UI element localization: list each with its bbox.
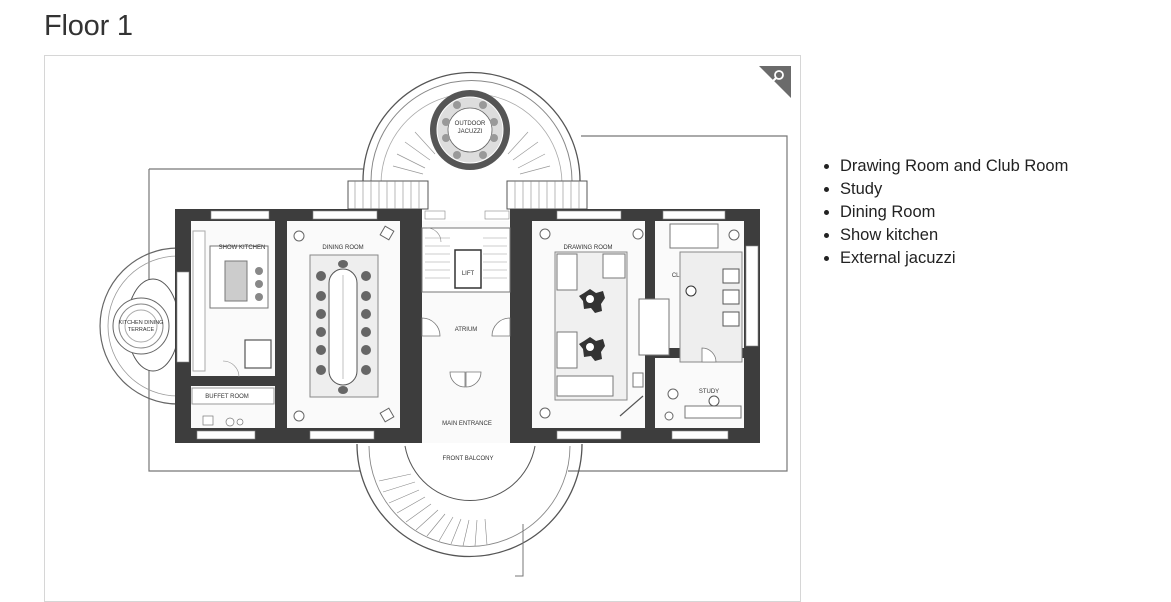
feature-item: Dining Room bbox=[840, 201, 1068, 224]
label-kitchen-dining-terrace-2: TERRACE bbox=[128, 327, 155, 333]
label-buffet-room: BUFFET ROOM bbox=[205, 394, 249, 400]
features-list: Drawing Room and Club Room Study Dining … bbox=[822, 155, 1068, 270]
feature-item: Show kitchen bbox=[840, 224, 1068, 247]
label-drawing-room: DRAWING ROOM bbox=[563, 245, 612, 251]
label-kitchen-dining-terrace-1: KITCHEN DINING bbox=[119, 320, 164, 326]
floorplan-image[interactable]: OUTDOOR JACUZZI KITCHEN DINING TERRACE bbox=[44, 55, 801, 602]
floorplan-drawing: OUTDOOR JACUZZI KITCHEN DINING TERRACE bbox=[99, 71, 788, 577]
zoom-button[interactable] bbox=[759, 66, 791, 98]
label-study: STUDY bbox=[699, 389, 719, 395]
label-dining-room: DINING ROOM bbox=[322, 245, 363, 251]
label-outdoor-jacuzzi-1: OUTDOOR bbox=[455, 121, 486, 127]
feature-item: Drawing Room and Club Room bbox=[840, 155, 1068, 178]
magnifier-icon bbox=[759, 66, 791, 98]
label-lift: LIFT bbox=[462, 271, 475, 277]
label-outdoor-jacuzzi-2: JACUZZI bbox=[458, 129, 483, 135]
label-atrium: ATRIUM bbox=[455, 327, 478, 333]
feature-item: Study bbox=[840, 178, 1068, 201]
feature-item: External jacuzzi bbox=[840, 247, 1068, 270]
label-front-balcony: FRONT BALCONY bbox=[443, 456, 494, 462]
label-main-entrance: MAIN ENTRANCE bbox=[442, 421, 492, 427]
label-show-kitchen: SHOW KITCHEN bbox=[219, 245, 266, 251]
page-title: Floor 1 bbox=[44, 10, 133, 42]
